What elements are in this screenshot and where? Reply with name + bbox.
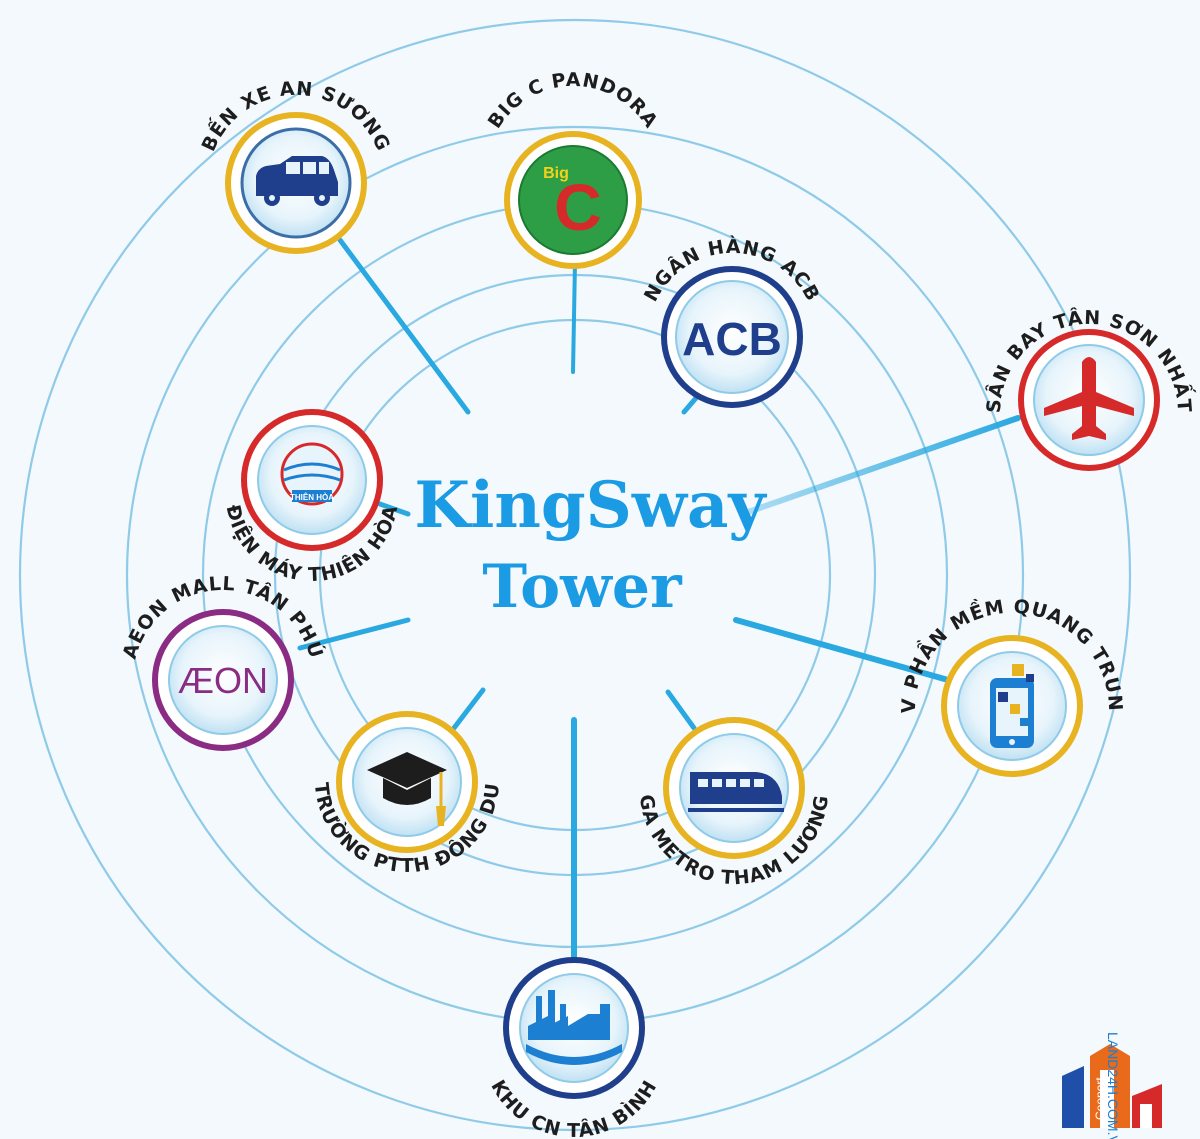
train-icon bbox=[688, 772, 784, 812]
thien-hoa-logo: THIÊN HÒA bbox=[280, 442, 344, 506]
connector-san-bay bbox=[745, 415, 1021, 515]
car-icon bbox=[256, 156, 338, 206]
connector-cv-phan-mem bbox=[733, 617, 951, 683]
connector-ben-xe bbox=[337, 237, 471, 415]
connector-dien-may bbox=[377, 501, 411, 517]
center-title-line1: KingSway bbox=[414, 468, 767, 543]
ring-5 bbox=[18, 18, 1132, 1132]
big-c-logo-big: C bbox=[554, 170, 602, 244]
factory-icon bbox=[526, 990, 622, 1065]
connector-big-c bbox=[571, 260, 577, 374]
connector-ga-metro bbox=[665, 689, 697, 731]
airplane-icon bbox=[1044, 357, 1134, 440]
connector-acb bbox=[681, 395, 699, 415]
center-title-line2: Tower bbox=[482, 552, 683, 622]
location-ga-metro: GA METRO THAM LƯƠNG bbox=[635, 717, 832, 889]
aeon-logo: ÆON bbox=[178, 660, 268, 701]
watermark-brand: Ceeport bbox=[1093, 1077, 1107, 1120]
connector-aeon bbox=[297, 617, 411, 651]
watermark-site: LAND24H.COM.VN bbox=[1105, 1032, 1121, 1139]
connector-truong bbox=[451, 687, 486, 731]
big-c-logo-small: Big bbox=[543, 165, 569, 182]
acb-logo: ACB bbox=[682, 313, 782, 365]
center-title: KingSway Tower bbox=[414, 468, 767, 622]
smartphone-icon bbox=[990, 664, 1034, 748]
graduation-cap-icon bbox=[367, 752, 447, 826]
thien-hoa-logo-text: THIÊN HÒA bbox=[290, 493, 334, 502]
big-c-logo: Big C bbox=[543, 165, 602, 244]
watermark-logo: Ceeport LAND24H.COM.VN bbox=[1062, 1032, 1162, 1139]
connector-lines bbox=[297, 237, 1021, 965]
